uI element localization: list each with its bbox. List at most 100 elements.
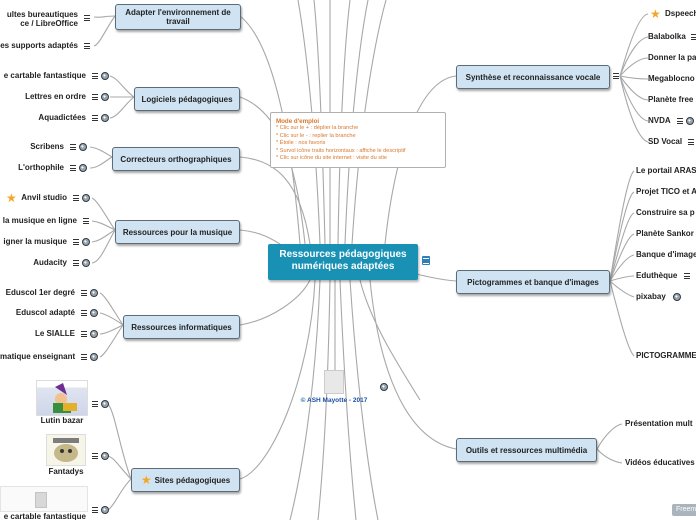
globe-icon[interactable]: [101, 72, 109, 80]
leaf-suites-line: ce / LibreOffice: [20, 19, 78, 28]
globe-icon[interactable]: [79, 143, 87, 151]
leaf-edutheque[interactable]: Eduthèque: [636, 271, 678, 280]
leaf-suites[interactable]: ultes bureautiques ce / LibreOffice: [0, 10, 78, 30]
leaf-fantadys[interactable]: Fantadys: [48, 467, 84, 476]
lutin-bazar-thumbnail: [36, 380, 88, 416]
leaf-balabolka[interactable]: Balabolka: [648, 32, 686, 41]
globe-icon[interactable]: [101, 452, 109, 460]
branch-pictogrammes[interactable]: Pictogrammes et banque d'images: [456, 270, 610, 294]
branch-logiciels[interactable]: Logiciels pédagogiques: [134, 87, 240, 111]
menu-icon[interactable]: [613, 73, 619, 79]
mode-emploi-line: * Survol icône traits horizontaux : affi…: [276, 147, 406, 154]
fantadys-illustration: [53, 438, 79, 462]
leaf-supports[interactable]: es supports adaptés: [0, 41, 78, 50]
globe-icon[interactable]: [380, 383, 388, 391]
menu-icon[interactable]: [81, 331, 87, 337]
branch-correcteurs[interactable]: Correcteurs orthographiques: [112, 147, 240, 171]
menu-icon[interactable]: [688, 139, 694, 145]
menu-icon[interactable]: [84, 43, 90, 49]
menu-icon[interactable]: [92, 401, 98, 407]
menu-icon[interactable]: [684, 273, 690, 279]
leaf-musique-ligne[interactable]: la musique en ligne: [2, 216, 77, 225]
globe-icon[interactable]: [82, 238, 90, 246]
globe-icon[interactable]: [79, 164, 87, 172]
leaf-matique[interactable]: matique enseignant: [0, 352, 76, 361]
globe-icon[interactable]: [101, 93, 109, 101]
image-placeholder-icon: [35, 492, 47, 508]
menu-icon[interactable]: [73, 260, 79, 266]
globe-icon[interactable]: [82, 259, 90, 267]
leaf-construire[interactable]: Construire sa p: [636, 208, 695, 217]
globe-icon[interactable]: [101, 506, 109, 514]
menu-icon[interactable]: [677, 118, 683, 124]
menu-icon[interactable]: [92, 94, 98, 100]
leaf-pixabay[interactable]: pixabay: [636, 292, 666, 301]
leaf-eduscol[interactable]: Eduscol 1er degré: [5, 288, 75, 297]
leaf-videos[interactable]: Vidéos éducatives: [625, 458, 695, 467]
menu-icon[interactable]: [81, 354, 87, 360]
ash-image: [324, 370, 344, 394]
leaf-dspeech[interactable]: Dspeech: [665, 9, 696, 18]
branch-sites-label: Sites pédagogiques: [154, 475, 231, 485]
branch-informatiques[interactable]: Ressources informatiques: [123, 315, 240, 339]
leaf-sialle[interactable]: Le SIALLE: [34, 329, 75, 338]
leaf-donner[interactable]: Donner la pa: [648, 53, 696, 62]
leaf-tico[interactable]: Projet TICO et A: [636, 187, 696, 196]
menu-icon[interactable]: [84, 15, 90, 21]
branch-sites[interactable]: ★ Sites pédagogiques: [131, 468, 240, 492]
globe-icon[interactable]: [101, 114, 109, 122]
globe-icon[interactable]: [673, 293, 681, 301]
menu-icon[interactable]: [92, 453, 98, 459]
mode-emploi-note: Mode d'emploi * Clic sur le + : déplier …: [270, 112, 446, 168]
menu-icon[interactable]: [81, 290, 87, 296]
branch-synthese[interactable]: Synthèse et reconnaissance vocale: [456, 65, 610, 89]
globe-icon[interactable]: [90, 330, 98, 338]
leaf-presentation[interactable]: Présentation mult: [625, 419, 693, 428]
globe-icon[interactable]: [686, 117, 694, 125]
menu-icon[interactable]: [92, 73, 98, 79]
globe-icon[interactable]: [90, 309, 98, 317]
favorite-star-icon: ★: [650, 7, 661, 21]
leaf-cartable2[interactable]: e cartable fantastique: [3, 512, 86, 520]
leaf-audacity[interactable]: Audacity: [33, 258, 67, 267]
leaf-nvda[interactable]: NVDA: [648, 116, 671, 125]
branch-adapter[interactable]: Adapter l'environnement de travail: [115, 4, 241, 30]
leaf-planete-free[interactable]: Planète free: [648, 95, 694, 104]
leaf-orthophile[interactable]: L'orthophile: [18, 163, 64, 172]
leaf-eduscol-adapte[interactable]: Eduscol adapté: [15, 308, 75, 317]
leaf-lettres[interactable]: Lettres en ordre: [25, 92, 86, 101]
menu-icon[interactable]: [73, 239, 79, 245]
freemind-link[interactable]: Freem: [672, 504, 696, 516]
menu-icon[interactable]: [70, 144, 76, 150]
central-node[interactable]: Ressources pédagogiques numériques adapt…: [268, 244, 418, 280]
leaf-enseigner[interactable]: igner la musique: [3, 237, 67, 246]
leaf-pictogramme[interactable]: PICTOGRAMME: [636, 351, 696, 360]
ash-label: © ASH Mayotte - 2017: [300, 397, 368, 404]
leaf-sankor[interactable]: Planète Sankor: [636, 229, 694, 238]
branch-outils[interactable]: Outils et ressources multimédia: [456, 438, 597, 462]
globe-icon[interactable]: [101, 400, 109, 408]
menu-icon[interactable]: [81, 310, 87, 316]
notes-icon[interactable]: [422, 256, 430, 265]
menu-icon[interactable]: [73, 195, 79, 201]
leaf-anvil[interactable]: Anvil studio: [21, 193, 67, 202]
globe-icon[interactable]: [90, 289, 98, 297]
globe-icon[interactable]: [82, 194, 90, 202]
leaf-scribens[interactable]: Scribens: [30, 142, 64, 151]
menu-icon[interactable]: [92, 507, 98, 513]
menu-icon[interactable]: [83, 218, 89, 224]
leaf-aquadictees[interactable]: Aquadictées: [38, 113, 86, 122]
leaf-banque[interactable]: Banque d'image: [636, 250, 696, 259]
branch-musique[interactable]: Ressources pour la musique: [115, 220, 240, 244]
fantadys-thumbnail: [46, 434, 86, 466]
leaf-cartable[interactable]: e cartable fantastique: [3, 71, 86, 80]
globe-icon[interactable]: [90, 353, 98, 361]
menu-icon[interactable]: [691, 34, 696, 40]
leaf-sdvocal[interactable]: SD Vocal: [648, 137, 683, 146]
menu-icon[interactable]: [92, 115, 98, 121]
menu-icon[interactable]: [70, 165, 76, 171]
leaf-megaboc[interactable]: Megablocno: [648, 74, 695, 83]
leaf-arasaac[interactable]: Le portail ARAS: [636, 166, 696, 175]
leaf-lutin[interactable]: Lutin bazar: [40, 416, 84, 425]
